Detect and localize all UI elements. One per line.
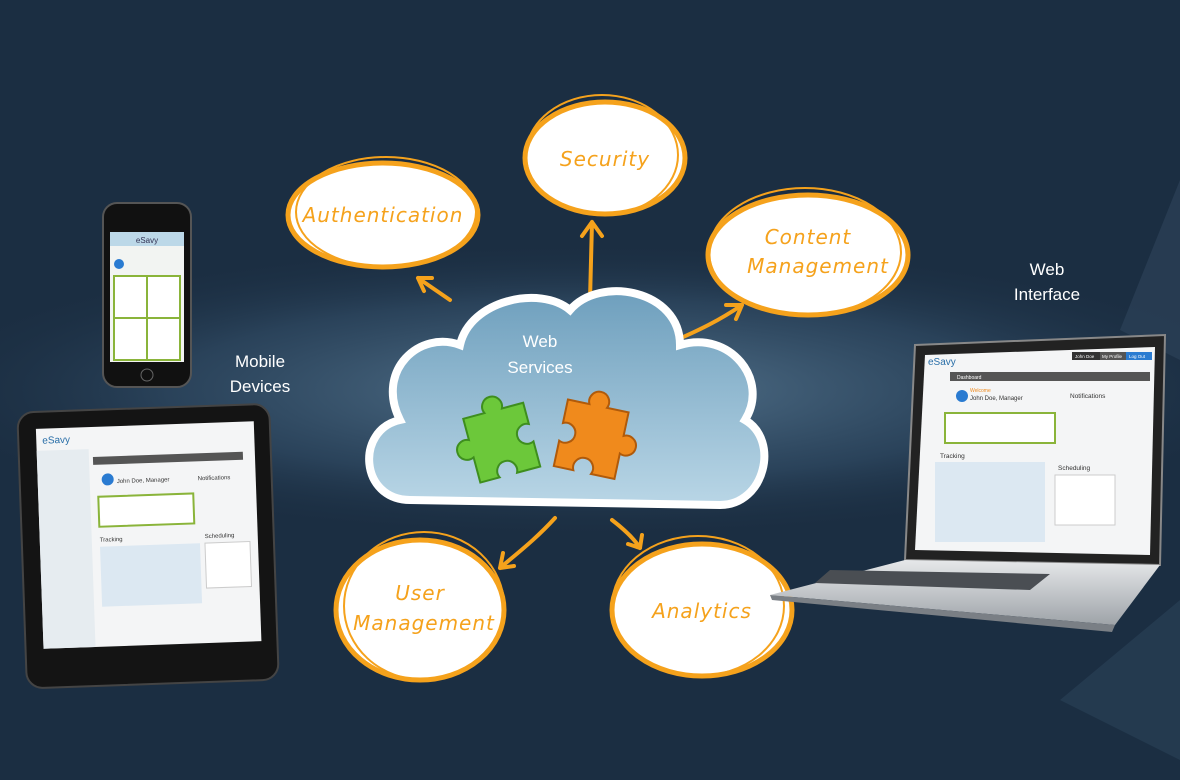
- tablet-user: John Doe, Manager: [117, 477, 170, 485]
- authentication-label: Authentication: [301, 203, 464, 227]
- web-interface-label-line2: Interface: [1014, 285, 1080, 304]
- laptop-tracking: Tracking: [940, 453, 965, 460]
- tablet-tracking: Tracking: [100, 537, 123, 544]
- phone-brand: eSavy: [136, 236, 158, 245]
- smartphone-illustration: eSavy: [102, 202, 192, 388]
- feature-analytics: Analytics: [609, 535, 795, 679]
- tablet-scheduling: Scheduling: [205, 533, 235, 540]
- feature-content-management: Content Management: [705, 187, 911, 318]
- laptop-logout: Log Out: [1129, 354, 1146, 359]
- user-label-line1: User: [395, 581, 445, 605]
- laptop-user: John Doe, Manager: [970, 396, 1023, 402]
- feature-authentication: Authentication: [285, 156, 481, 270]
- user-label-line2: Management: [353, 611, 495, 635]
- tablet-notifications: Notifications: [198, 475, 231, 482]
- laptop-welcome: Welcome: [970, 388, 991, 394]
- decor-shape: [1060, 600, 1180, 760]
- web-services-cloud: Web Services: [365, 287, 769, 510]
- feature-user-management: User Management: [333, 531, 507, 683]
- cloud-title-line2: Services: [507, 358, 572, 377]
- arrow-authentication: [416, 276, 452, 302]
- analytics-label: Analytics: [650, 599, 752, 623]
- cloud-title-line1: Web: [523, 332, 558, 351]
- tablet-brand: eSavy: [42, 435, 70, 447]
- security-label: Security: [560, 147, 650, 171]
- puzzle-piece-green-icon: [456, 395, 542, 484]
- tablet-illustration: eSavy John Doe, Manager Notifications Tr…: [16, 403, 280, 689]
- laptop-tab-dashboard: Dashboard: [957, 375, 982, 381]
- connector-arrows: [416, 220, 744, 570]
- laptop-top-user: John Doe: [1075, 354, 1095, 359]
- feature-security: Security: [522, 94, 688, 217]
- content-label-line1: Content: [765, 225, 852, 249]
- decor-shape: [1120, 180, 1180, 360]
- mobile-devices-label-line1: Mobile: [235, 352, 285, 371]
- laptop-notifications: Notifications: [1070, 393, 1106, 400]
- arrow-user: [498, 516, 557, 570]
- arrow-security: [580, 220, 604, 302]
- laptop-scheduling: Scheduling: [1058, 465, 1091, 472]
- laptop-brand: eSavy: [928, 357, 956, 368]
- puzzle-piece-orange-icon: [552, 390, 637, 481]
- laptop-top-profile: My Profile: [1102, 354, 1123, 359]
- mobile-devices-label-line2: Devices: [230, 377, 290, 396]
- arrow-analytics: [610, 518, 644, 550]
- web-interface-label-line1: Web: [1030, 260, 1065, 279]
- content-label-line2: Management: [747, 254, 889, 278]
- laptop-illustration: eSavy John Doe My Profile Log Out Dashbo…: [770, 333, 1167, 632]
